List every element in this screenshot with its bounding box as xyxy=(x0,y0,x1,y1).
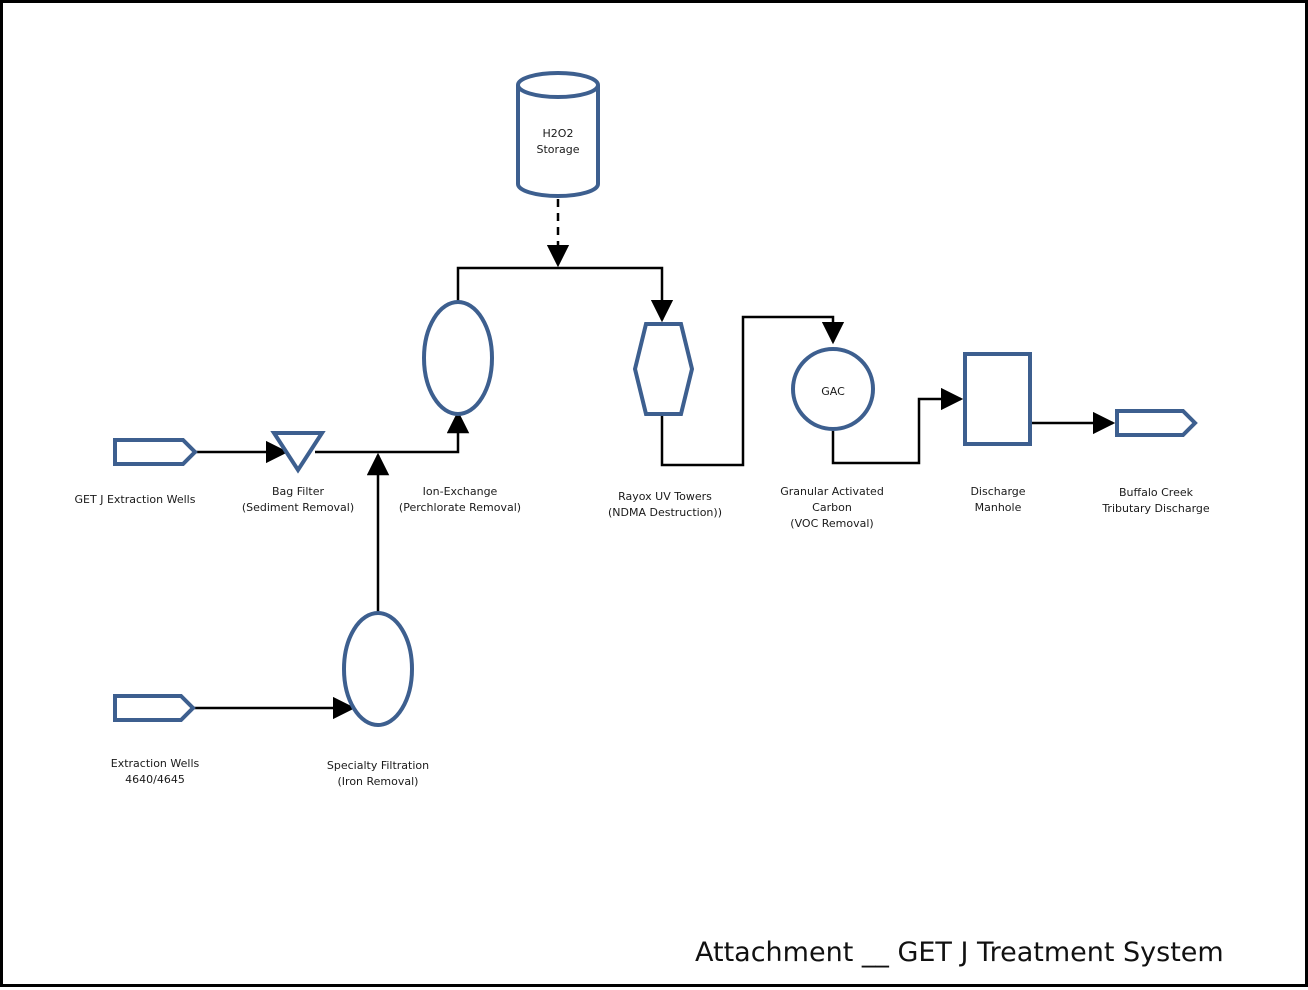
diagram-caption: Attachment __ GET J Treatment System xyxy=(695,937,1224,968)
ion-exchange-label-line-1: Ion-Exchange xyxy=(423,485,498,498)
getj-wells-label: GET J Extraction Wells xyxy=(75,493,196,506)
gac-label-line-3: (VOC Removal) xyxy=(790,517,873,530)
wells-4640-connector-icon xyxy=(113,694,196,722)
manhole-label-line-2: Manhole xyxy=(975,501,1022,514)
buffalo-creek-connector-icon xyxy=(1115,409,1198,437)
flow-rayox-to-gac xyxy=(660,315,845,467)
rayox-label-line-2: (NDMA Destruction)) xyxy=(608,506,722,519)
specialty-filter-vessel-icon xyxy=(342,611,414,727)
h2o2-storage-tank-icon xyxy=(516,71,600,198)
wells-4640-label-line-1: Extraction Wells xyxy=(111,757,200,770)
bag-filter-label-line-1: Bag Filter xyxy=(272,485,324,498)
discharge-manhole-icon xyxy=(963,352,1032,446)
equipment-shapes xyxy=(113,71,1198,727)
node-labels: H2O2 Storage GAC GET J Extraction Wells … xyxy=(75,127,1210,788)
h2o2-label-line-2: Storage xyxy=(536,143,579,156)
process-flow-diagram: H2O2 Storage GAC GET J Extraction Wells … xyxy=(75,71,1210,788)
wells-4640-label-line-2: 4640/4645 xyxy=(125,773,185,786)
specialty-label-line-1: Specialty Filtration xyxy=(327,759,429,772)
ion-exchange-label-line-2: (Perchlorate Removal) xyxy=(399,501,521,514)
h2o2-label-line-1: H2O2 xyxy=(543,127,574,140)
gac-label-line-2: Carbon xyxy=(812,501,852,514)
buffalo-label-line-1: Buffalo Creek xyxy=(1119,486,1194,499)
bag-filter-triangle-icon xyxy=(270,431,326,474)
buffalo-label-line-2: Tributary Discharge xyxy=(1101,502,1210,515)
manhole-label-line-1: Discharge xyxy=(970,485,1025,498)
flow-gac-to-manhole xyxy=(831,387,964,465)
flow-bag-filter-to-ion-exchange xyxy=(315,410,470,454)
gac-inner-label: GAC xyxy=(821,385,845,398)
bag-filter-label-line-2: (Sediment Removal) xyxy=(242,501,354,514)
gac-label-line-1: Granular Activated xyxy=(780,485,884,498)
getj-wells-connector-icon xyxy=(113,438,198,466)
ion-exchange-vessel-icon xyxy=(422,300,494,416)
flow-lines xyxy=(193,199,1116,720)
rayox-uv-tower-icon xyxy=(632,322,695,416)
gac-vessel-icon xyxy=(791,347,875,431)
rayox-label-line-1: Rayox UV Towers xyxy=(618,490,712,503)
flow-ion-exchange-to-rayox xyxy=(456,266,674,323)
specialty-label-line-2: (Iron Removal) xyxy=(338,775,419,788)
